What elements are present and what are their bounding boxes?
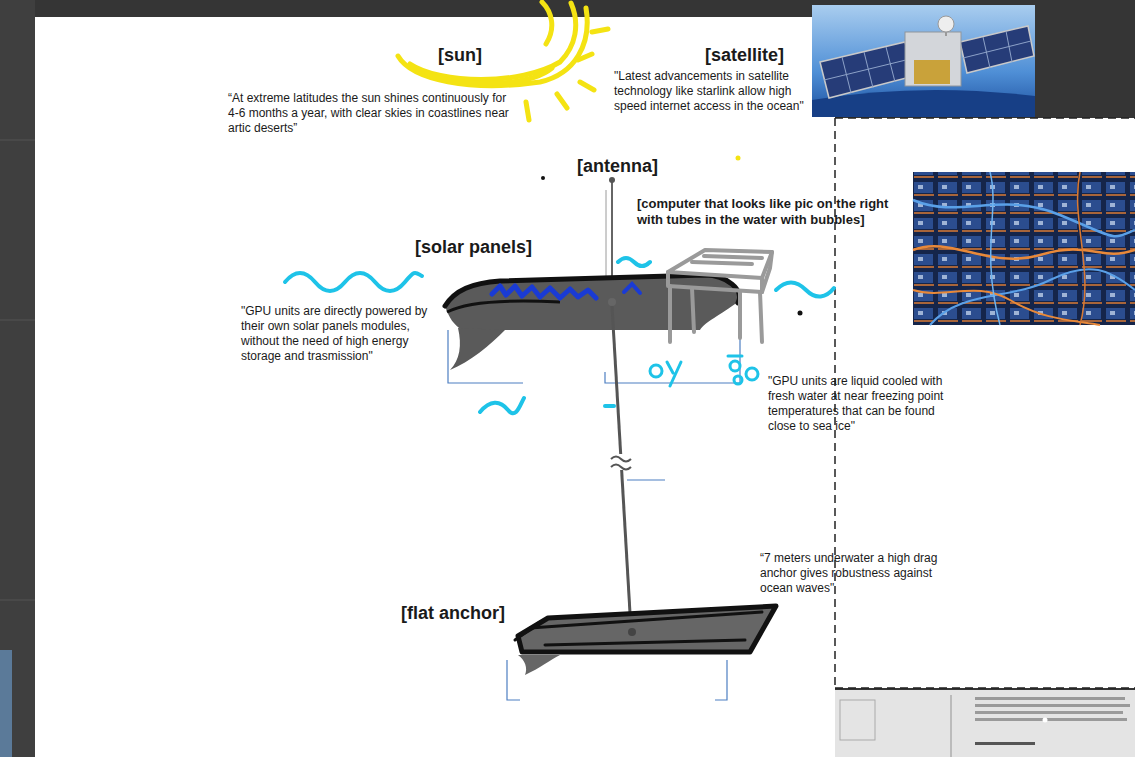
part-label: [antenna] <box>577 155 658 177</box>
part-label: [flat anchor] <box>401 602 505 624</box>
note-text: “7 meters underwater a high drag anchor … <box>760 551 946 596</box>
part-label: [satellite] <box>705 44 784 66</box>
part-label: [solar panels] <box>415 236 532 258</box>
note-text: "GPU units are liquid cooled with fresh … <box>768 374 954 434</box>
part-label: [computer that looks like pic on the rig… <box>637 196 911 228</box>
note-text: "GPU units are directly powered by their… <box>241 304 431 364</box>
note-text: “At extreme latitudes the sun shines con… <box>228 91 510 136</box>
part-label: [sun] <box>436 44 484 66</box>
note-text: "Latest advancements in satellite techno… <box>614 69 810 114</box>
